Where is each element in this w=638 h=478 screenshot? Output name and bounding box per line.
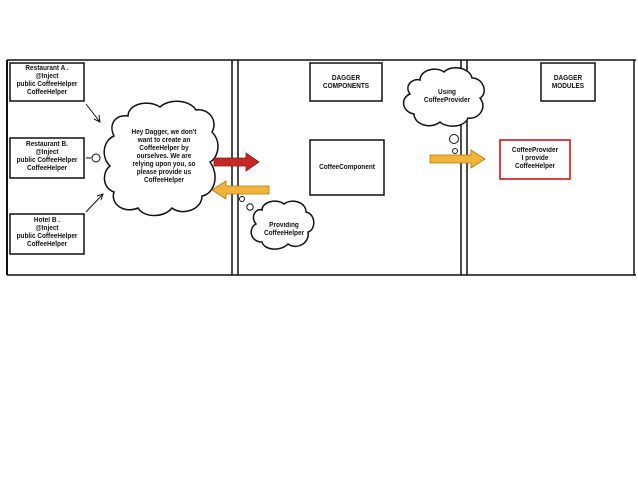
response-arrow (211, 180, 270, 200)
providing-cloud-shape (250, 200, 315, 250)
using-cloud-shape (402, 66, 485, 127)
restaurant-b-label: Restaurant B. @Inject public CoffeeHelpe… (16, 141, 78, 172)
hotel-b-label: Hotel B . @Inject public CoffeeHelper Co… (16, 217, 78, 248)
consumer-connectors (85, 103, 104, 213)
hotel-b-box (9, 213, 85, 255)
restaurant-a-box (9, 62, 85, 102)
coffee-component-label: CoffeeComponent (319, 164, 375, 171)
coffee-component-box (309, 139, 385, 196)
providing-cloud-text: Providing CoffeeHelper (263, 222, 305, 237)
using-cloud-text: Using CoffeeProvider (423, 89, 471, 104)
restaurant-a-label: Restaurant A . @Inject public CoffeeHelp… (16, 65, 78, 96)
coffee-provider-text: CoffeeProvider I provide CoffeeHelper (511, 147, 559, 170)
providing-cloud-bubbles (239, 196, 254, 211)
restaurant-b-box (9, 137, 85, 179)
dagger-components-title: DAGGER COMPONENTS (322, 75, 370, 90)
dagger-modules-title: DAGGER MODULES (551, 75, 585, 90)
request-cloud-shape (103, 100, 219, 217)
request-arrow (213, 152, 260, 172)
dagger-components-box (309, 62, 383, 102)
using-cloud-bubbles (449, 134, 459, 154)
request-cloud-text: Hey Dagger, we don't want to create an C… (131, 129, 197, 184)
dagger-modules-box (540, 62, 596, 102)
module-arrow (429, 149, 486, 169)
coffee-provider-box (499, 139, 571, 180)
